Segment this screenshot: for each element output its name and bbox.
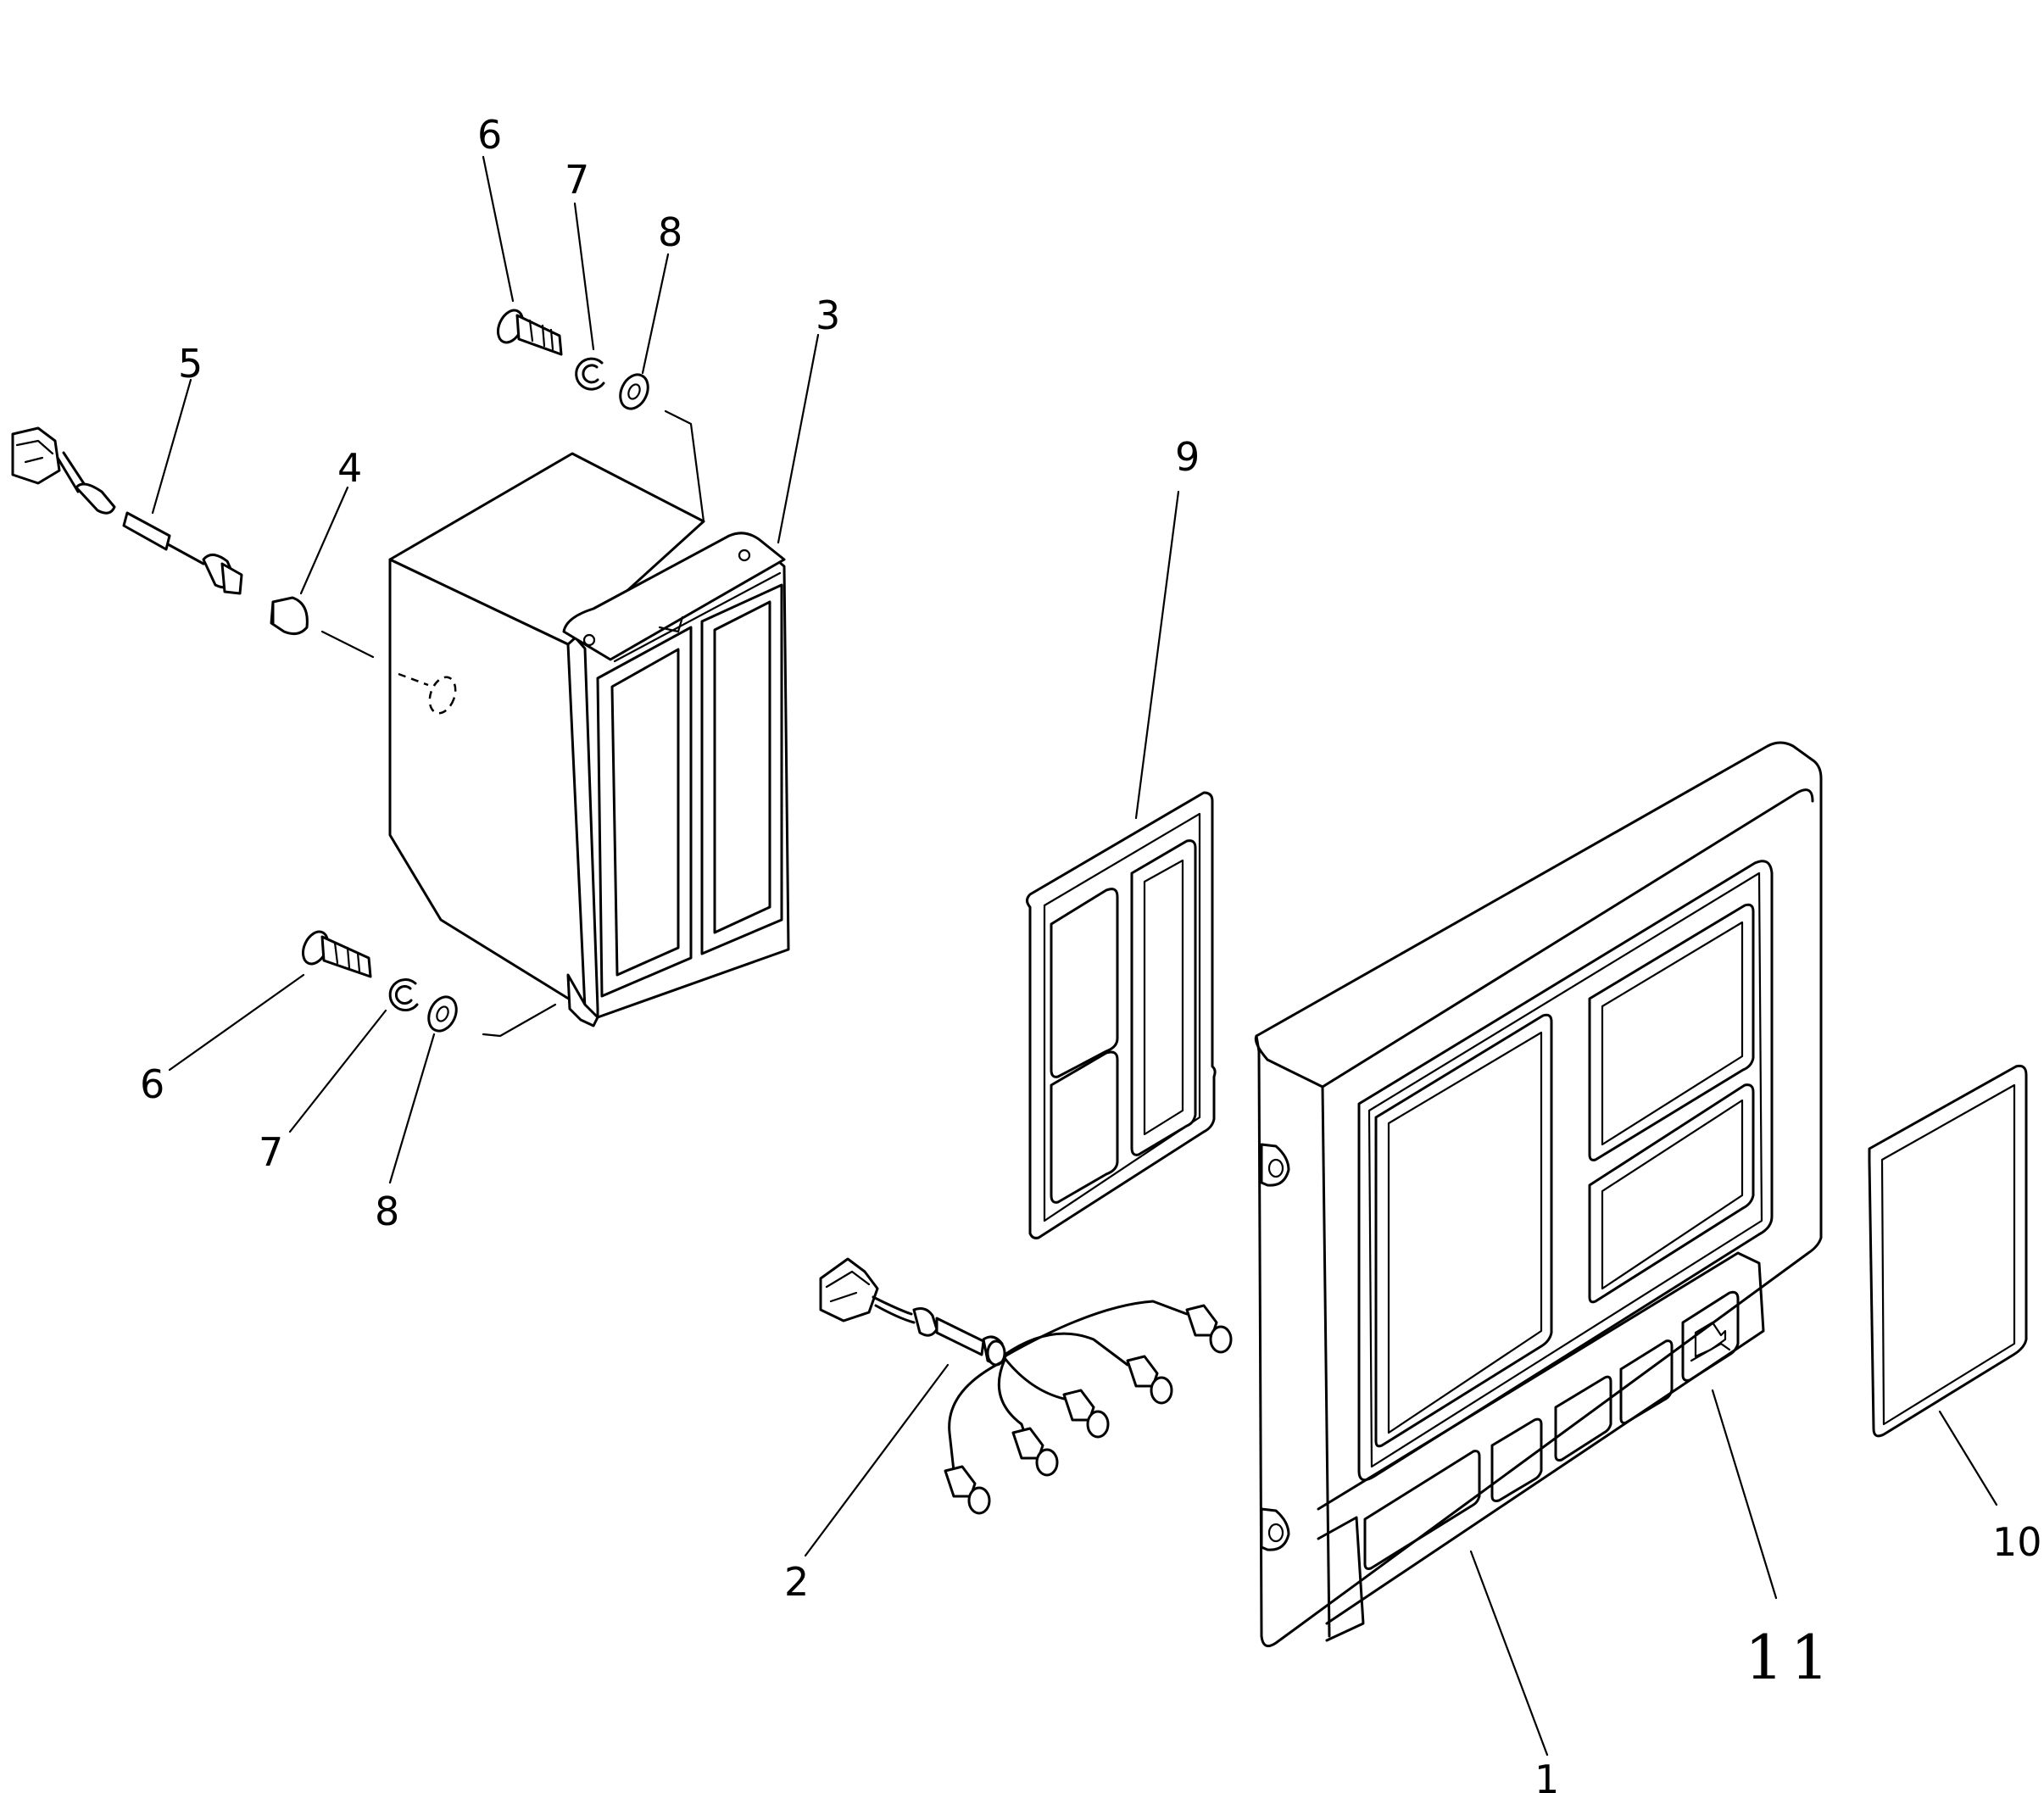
bulb (270, 596, 309, 636)
small-wire-harness (11, 426, 243, 595)
monitor-panel (1254, 741, 1823, 1648)
leader-lines (151, 155, 1998, 1757)
lamp-wire-harness (819, 1257, 1233, 1515)
controller-box (388, 452, 790, 1027)
callout-1: 1 (1534, 1757, 1559, 1793)
callout-5: 5 (178, 341, 203, 387)
callout-11: 11 (1745, 1622, 1836, 1693)
washer-bottom (427, 995, 458, 1033)
cover-plate (1868, 1065, 2028, 1438)
assembly-line-bulb (320, 630, 375, 659)
lockwasher-bottom (388, 978, 419, 1011)
callout-10: 10 (1992, 1519, 2042, 1565)
assembly-line-top (664, 409, 705, 523)
bolt-bottom (301, 930, 372, 978)
callout-6-bottom: 6 (140, 1061, 164, 1107)
callout-6-top: 6 (477, 112, 502, 158)
assembly-line-bottom (482, 1003, 557, 1038)
washer-top (619, 373, 649, 410)
callout-labels: 6 7 8 3 5 4 9 6 7 8 2 1 11 10 (140, 112, 2042, 1793)
callout-4: 4 (337, 445, 362, 491)
callout-2: 2 (784, 1559, 809, 1605)
lockwasher-top (575, 357, 605, 391)
callout-3: 3 (816, 292, 840, 338)
bolt-top (496, 309, 563, 356)
gasket (1026, 791, 1217, 1239)
callout-9: 9 (1175, 434, 1200, 480)
callout-7-top: 7 (565, 157, 589, 203)
callout-8-bottom: 8 (375, 1189, 399, 1234)
callout-8-top: 8 (658, 209, 682, 255)
callout-7-bottom: 7 (259, 1129, 283, 1175)
